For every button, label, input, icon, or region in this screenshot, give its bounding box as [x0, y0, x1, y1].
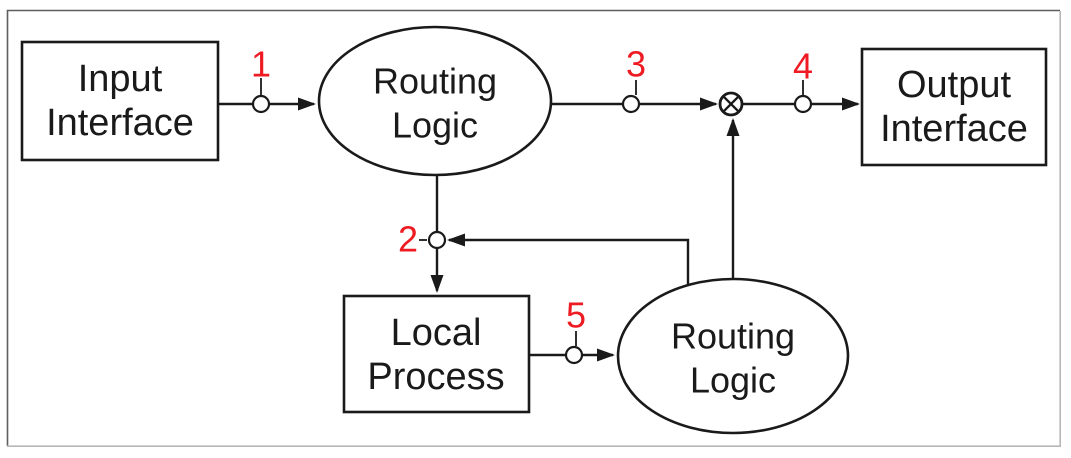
frame-border-bottomright	[7, 11, 1061, 447]
local-process-label-line2: Process	[367, 356, 504, 398]
routing-logic-bottom-ellipse	[616, 277, 850, 435]
input-interface-box	[20, 40, 220, 162]
connector-point-1	[251, 94, 271, 114]
connector-point-5	[564, 345, 584, 365]
local-process-label-line1: Local	[391, 312, 482, 354]
routing-logic-bottom-label-line1: Routing	[671, 316, 795, 357]
input-interface-label-line2: Interface	[46, 102, 194, 144]
output-interface-box	[860, 47, 1048, 167]
routing-logic-top-label-line1: Routing	[373, 61, 497, 102]
frame-border-topleft	[6, 9, 1060, 446]
marker-number-3: 3	[626, 44, 646, 85]
output-interface-label-line2: Interface	[880, 108, 1028, 150]
output-interface-label-line1: Output	[897, 64, 1012, 106]
marker-number-2: 2	[398, 219, 418, 260]
circled-times-merge-icon	[718, 91, 744, 117]
local-process-box	[342, 294, 531, 414]
routing-logic-top-ellipse	[317, 25, 553, 177]
marker-number-5: 5	[566, 295, 586, 336]
input-interface-label-line1: Input	[78, 58, 163, 100]
edge-bottomrouting-to-point2	[447, 233, 690, 287]
marker-number-1: 1	[251, 44, 271, 85]
connector-point-4	[793, 94, 813, 114]
routing-logic-bottom-label-line2: Logic	[690, 360, 776, 401]
connector-point-2	[427, 230, 447, 250]
marker-number-4: 4	[793, 46, 813, 87]
connector-point-3	[621, 94, 641, 114]
routing-logic-top-label-line2: Logic	[392, 105, 478, 146]
